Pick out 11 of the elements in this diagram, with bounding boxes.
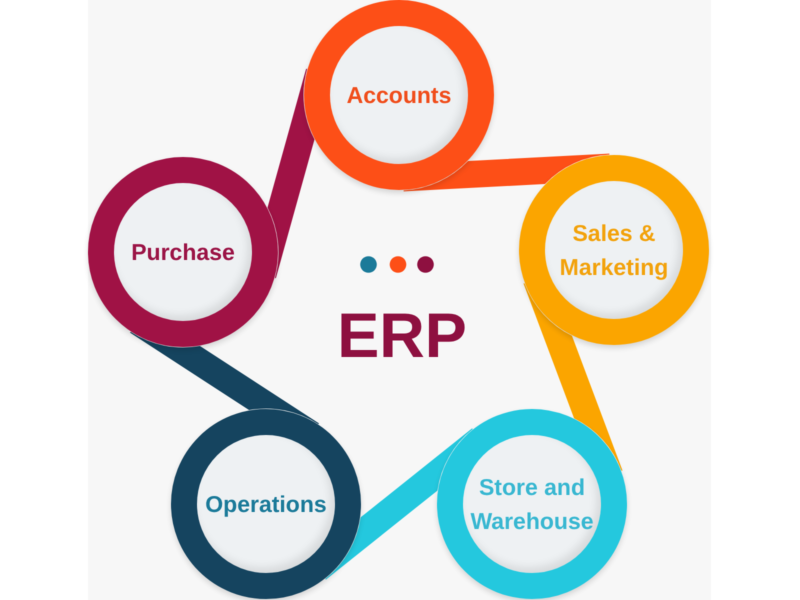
node-label: Purchase	[131, 238, 235, 267]
ribbon-connector	[404, 154, 610, 192]
node-label: Store and Warehouse	[469, 472, 595, 536]
node-label: Sales & Marketing	[558, 218, 670, 282]
node-label: Accounts	[346, 80, 452, 110]
ribbon-connector	[524, 283, 622, 471]
title: ERP	[337, 305, 467, 368]
ribbon-connector	[325, 428, 473, 580]
node-label: Operations	[205, 490, 327, 519]
ribbon-connector	[268, 68, 314, 278]
ribbon-connector	[130, 332, 319, 424]
